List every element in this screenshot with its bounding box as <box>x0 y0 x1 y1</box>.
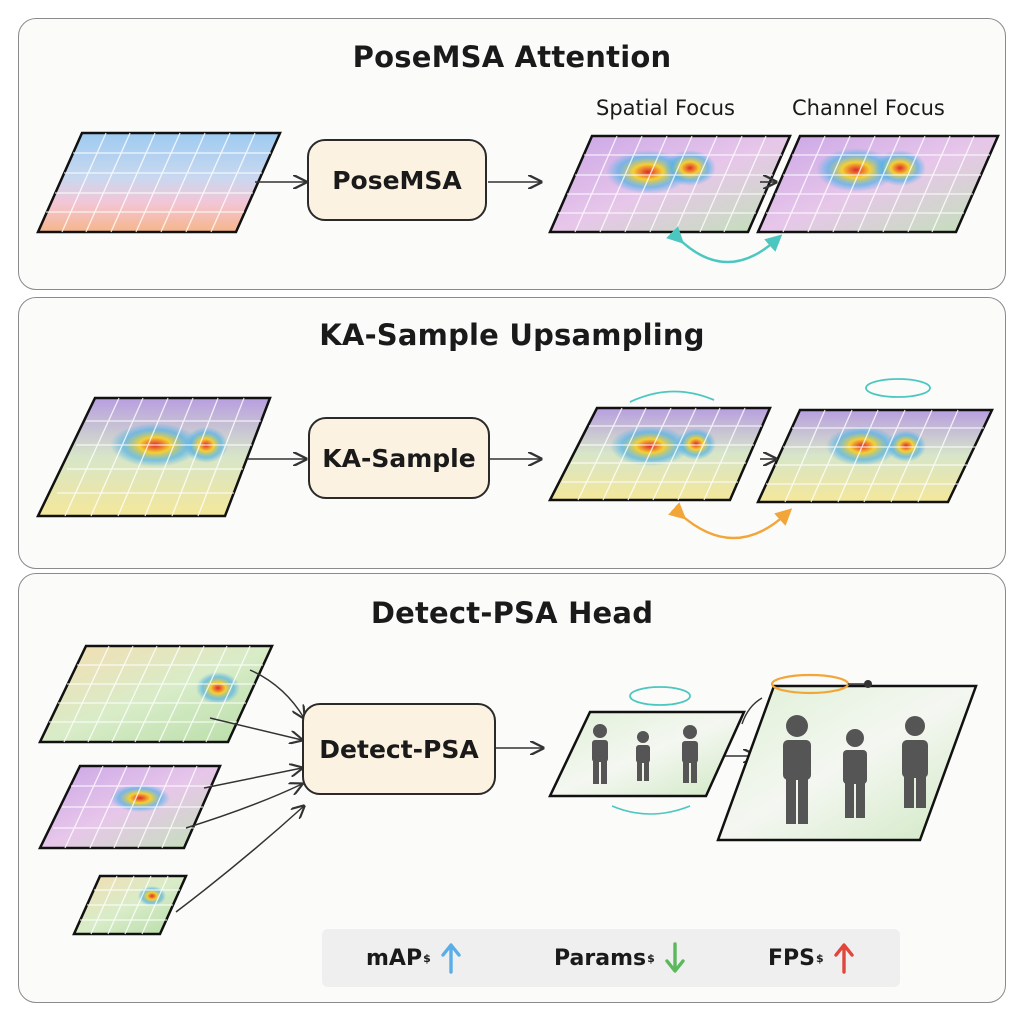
ka-sample-box: KA-Sample <box>308 417 490 499</box>
metric-params-mark: $ <box>647 951 655 965</box>
metric-fps: FPS$ <box>768 929 854 987</box>
metric-params: Params$ <box>554 929 685 987</box>
posemsa-box: PoseMSA <box>307 139 487 221</box>
spatial-focus-label: Spatial Focus <box>596 96 735 120</box>
metric-params-label: Params <box>554 945 647 971</box>
detect-psa-box: Detect-PSA <box>302 703 496 795</box>
metric-fps-mark: $ <box>816 951 824 965</box>
metric-map: mAP$ <box>366 929 461 987</box>
arrow-up-icon <box>441 943 461 974</box>
channel-focus-label: Channel Focus <box>792 96 945 120</box>
metrics-bar: mAP$ Params$ FPS$ <box>322 929 900 987</box>
detect-psa-title: Detect-PSA Head <box>370 596 654 630</box>
ka-sample-title: KA-Sample Upsampling <box>319 318 705 352</box>
arrow-down-icon <box>665 942 685 973</box>
arrow-up-icon <box>833 943 854 974</box>
posemsa-title: PoseMSA Attention <box>352 40 672 74</box>
metric-map-mark: $ <box>423 951 431 965</box>
metric-map-label: mAP <box>366 945 423 971</box>
metric-fps-label: FPS <box>768 945 815 971</box>
